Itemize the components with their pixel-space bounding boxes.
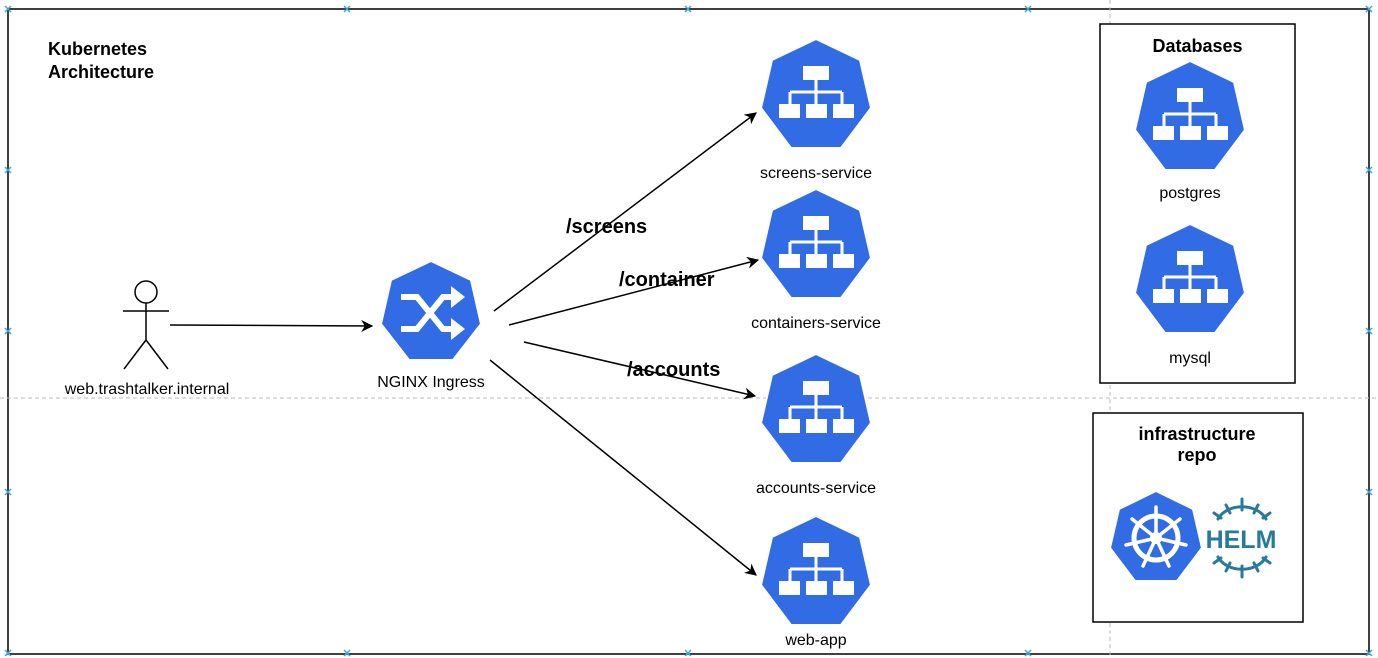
edge-ingress-to-screens[interactable] [493, 112, 757, 312]
user-actor-icon[interactable] [123, 280, 169, 370]
user-label: web.trashtalker.internal [64, 381, 230, 398]
helm-logo-text: HELM [1206, 526, 1277, 554]
accounts-service-icon[interactable] [759, 352, 873, 465]
edge-user-to-ingress[interactable] [169, 319, 374, 332]
infra-title: infrastructure repo [1093, 424, 1301, 466]
mysql-label: mysql [1169, 350, 1211, 367]
databases-title: Databases [1152, 36, 1243, 56]
containers-service-icon[interactable] [759, 187, 873, 300]
infra-title-line1: infrastructure [1138, 424, 1256, 444]
route-screens-label: /screens [566, 216, 648, 238]
screens-service-label: screens-service [759, 165, 873, 182]
webapp-service-label: web-app [785, 632, 847, 649]
edge-ingress-to-webapp[interactable] [489, 359, 757, 576]
webapp-service-icon[interactable] [759, 514, 873, 627]
route-accounts-label: /accounts [627, 359, 721, 381]
selection-handles [4, 5, 1373, 657]
diagram-title-line2: Architecture [48, 62, 155, 82]
helm-logo-icon [1212, 497, 1272, 579]
infra-title-line2: repo [1177, 445, 1217, 465]
edge-ingress-to-accounts[interactable] [523, 341, 757, 400]
containers-service-label: containers-service [751, 315, 881, 332]
ingress-label: NGINX Ingress [377, 374, 485, 391]
route-container-label: /container [619, 269, 715, 291]
diagram-title-line1: Kubernetes [48, 39, 148, 59]
kubernetes-logo-icon [1109, 490, 1203, 582]
ingress-icon[interactable] [380, 260, 482, 361]
postgres-label: postgres [1159, 185, 1221, 202]
diagram-title: Kubernetes Architecture [48, 38, 154, 84]
accounts-service-label: accounts-service [755, 480, 877, 497]
screens-service-icon[interactable] [759, 37, 873, 150]
edge-ingress-to-containers[interactable] [508, 256, 760, 326]
